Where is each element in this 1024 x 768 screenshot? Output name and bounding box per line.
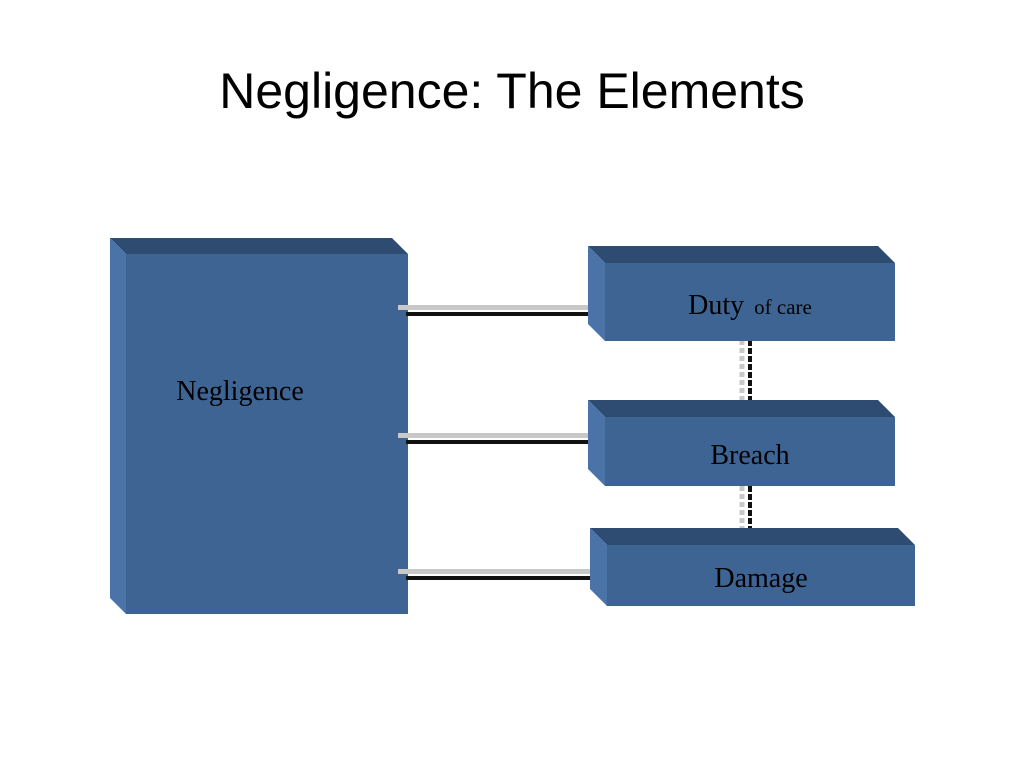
main-box-side-face	[110, 238, 126, 614]
connector-to-breach	[398, 433, 608, 444]
breach-box-label: Breach	[710, 440, 789, 471]
damage-box-side-face	[590, 528, 607, 606]
connector-to-damage	[398, 569, 608, 580]
element-box-breach: Breach	[588, 400, 895, 486]
vertical-connector-duty-breach	[739, 340, 752, 408]
breach-box-top-face	[588, 400, 895, 417]
connector-dark-line	[406, 312, 608, 316]
main-box-label: Negligence	[176, 376, 304, 407]
duty-box-side-face	[588, 246, 605, 341]
duty-label-sub: of care	[754, 295, 812, 319]
breach-box-front-face	[605, 417, 895, 486]
connector-dark-line	[406, 440, 608, 444]
connector-light-line	[398, 569, 600, 574]
main-box: Negligence	[110, 238, 408, 614]
connector-dark-line	[406, 576, 608, 580]
damage-box-top-face	[590, 528, 915, 545]
element-box-duty: Duty of care	[588, 246, 895, 341]
damage-box-label: Damage	[714, 563, 807, 594]
element-box-damage: Damage	[590, 528, 915, 606]
duty-box-front-face	[605, 263, 895, 341]
connector-light-line	[398, 305, 600, 310]
damage-box-front-face	[607, 545, 915, 606]
breach-box-side-face	[588, 400, 605, 486]
duty-box-top-face	[588, 246, 895, 263]
connector-to-duty	[398, 305, 608, 316]
duty-label-main: Duty	[688, 290, 744, 321]
slide-title: Negligence: The Elements	[219, 63, 805, 119]
duty-box-label: Duty of care	[688, 290, 812, 321]
connector-light-line	[398, 433, 600, 438]
main-box-top-face	[110, 238, 408, 254]
main-box-front-face	[126, 254, 408, 614]
